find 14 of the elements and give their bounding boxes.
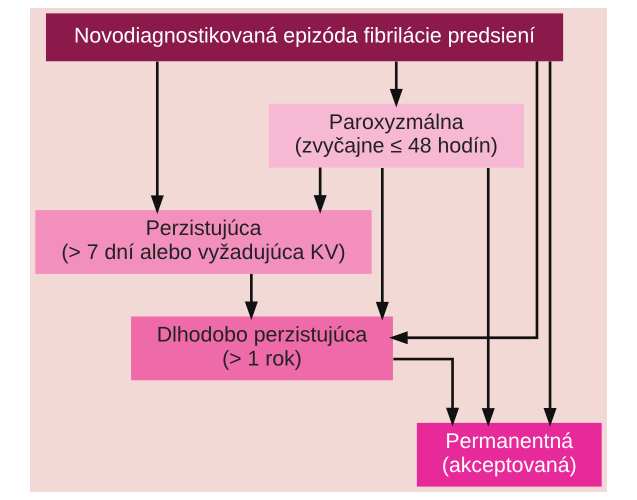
arrow bbox=[376, 168, 389, 320]
arrow bbox=[314, 168, 327, 214]
node-box: Dlhodobo perzistujúca (> 1 rok) bbox=[131, 316, 393, 380]
arrow bbox=[544, 62, 557, 427]
arrow bbox=[390, 62, 403, 108]
arrow bbox=[244, 274, 258, 320]
node-box: Novodiagnostikovaná epizóda fibrilácie predsiení bbox=[46, 13, 564, 62]
arrow bbox=[389, 61, 538, 344]
arrow bbox=[150, 62, 164, 214]
node-box: Paroxyzmálna (zvyčajne ≤ 48 hodín) bbox=[268, 104, 524, 168]
node-box: Perzistujúca (> 7 dní alebo vyžadujúca KV) bbox=[35, 210, 372, 274]
arrow bbox=[482, 168, 495, 427]
node-box: Permanentná (akceptovaná) bbox=[416, 422, 602, 487]
arrow bbox=[393, 358, 460, 426]
